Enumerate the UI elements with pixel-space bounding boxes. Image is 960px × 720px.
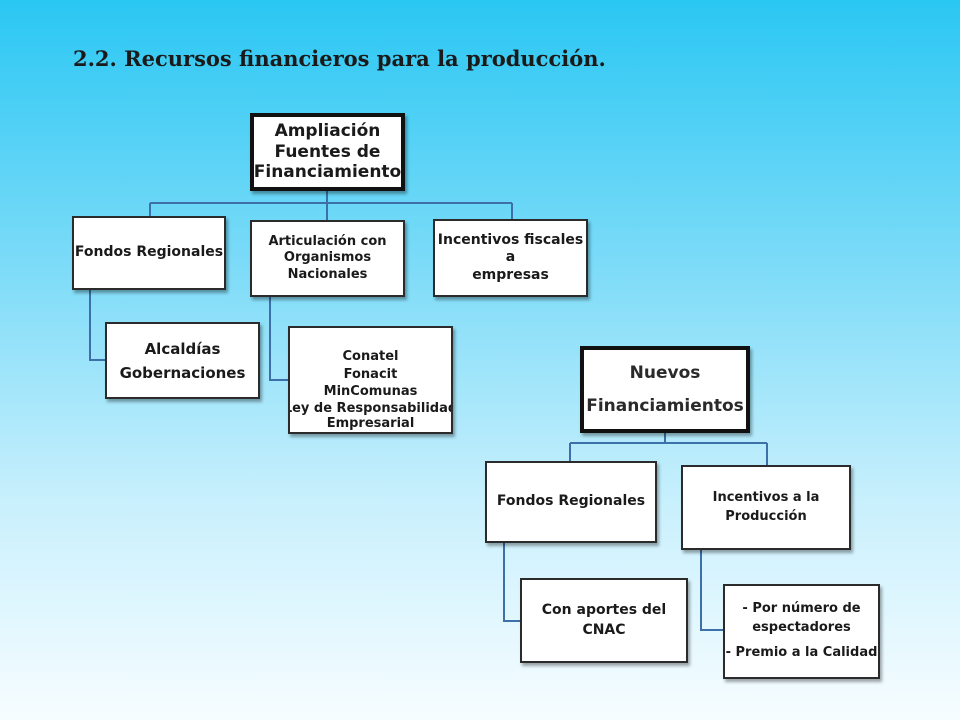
box-line: Conatel xyxy=(342,349,399,365)
box-line: Ley de Responsabilidad xyxy=(288,400,453,416)
box-line: - Premio a la Calidad xyxy=(725,644,878,660)
box-line: Alcaldías xyxy=(144,339,221,358)
box-line: Nacionales xyxy=(287,266,368,282)
box-articulacion-organismos: Articulación con Organismos Nacionales xyxy=(250,220,405,297)
box-line: Incentivos fiscales a xyxy=(437,231,584,266)
connector-fondos-to-alcaldias xyxy=(89,289,106,361)
connector-incentivos-to-premios xyxy=(700,549,724,631)
box-line: - Por número de xyxy=(742,601,861,617)
box-premios: - Por número de espectadores - Premio a … xyxy=(723,584,880,679)
box-line: Fondos Regionales xyxy=(496,493,646,510)
box-line: Gobernaciones xyxy=(119,363,246,382)
connector-articulacion-to-organismos xyxy=(269,296,289,381)
box-line: Con aportes del xyxy=(541,601,667,618)
box-line: Incentivos a la xyxy=(712,490,820,506)
box-line: Fonacit xyxy=(343,366,398,382)
slide-title: 2.2. Recursos financieros para la produc… xyxy=(73,46,606,71)
box-line: Fondos Regionales xyxy=(74,244,224,261)
box-organismos-list: Conatel Fonacit MinComunas Ley de Respon… xyxy=(288,326,453,434)
box-line: MinComunas xyxy=(323,383,418,399)
box-incentivos-produccion: Incentivos a la Producción xyxy=(681,465,851,550)
box-line: Fuentes de xyxy=(274,141,381,162)
box-aportes-cnac: Con aportes del CNAC xyxy=(520,578,688,663)
box-ampliacion-fuentes: Ampliación Fuentes de Financiamiento xyxy=(250,113,405,191)
box-line: CNAC xyxy=(582,621,626,638)
box-fondos-regionales-top: Fondos Regionales xyxy=(72,216,226,290)
box-incentivos-fiscales: Incentivos fiscales a empresas xyxy=(433,219,588,297)
box-fondos-regionales-bottom: Fondos Regionales xyxy=(485,461,657,543)
box-line: Nuevos xyxy=(629,363,701,384)
box-nuevos-financiamientos: Nuevos Financiamientos xyxy=(580,346,750,433)
box-line: Articulación con xyxy=(268,234,387,250)
box-line: Financiamiento xyxy=(253,162,402,183)
box-line: Organismos xyxy=(283,250,372,266)
box-line: Financiamientos xyxy=(586,395,744,416)
box-line: espectadores xyxy=(752,620,851,636)
box-alcaldias-gobernaciones: Alcaldías Gobernaciones xyxy=(105,322,260,399)
connector-fondos-to-cnac xyxy=(503,542,521,622)
box-line: Empresarial xyxy=(326,416,415,431)
box-line: Producción xyxy=(725,508,807,524)
box-line: Ampliación xyxy=(274,120,381,141)
box-line: empresas xyxy=(472,266,549,283)
